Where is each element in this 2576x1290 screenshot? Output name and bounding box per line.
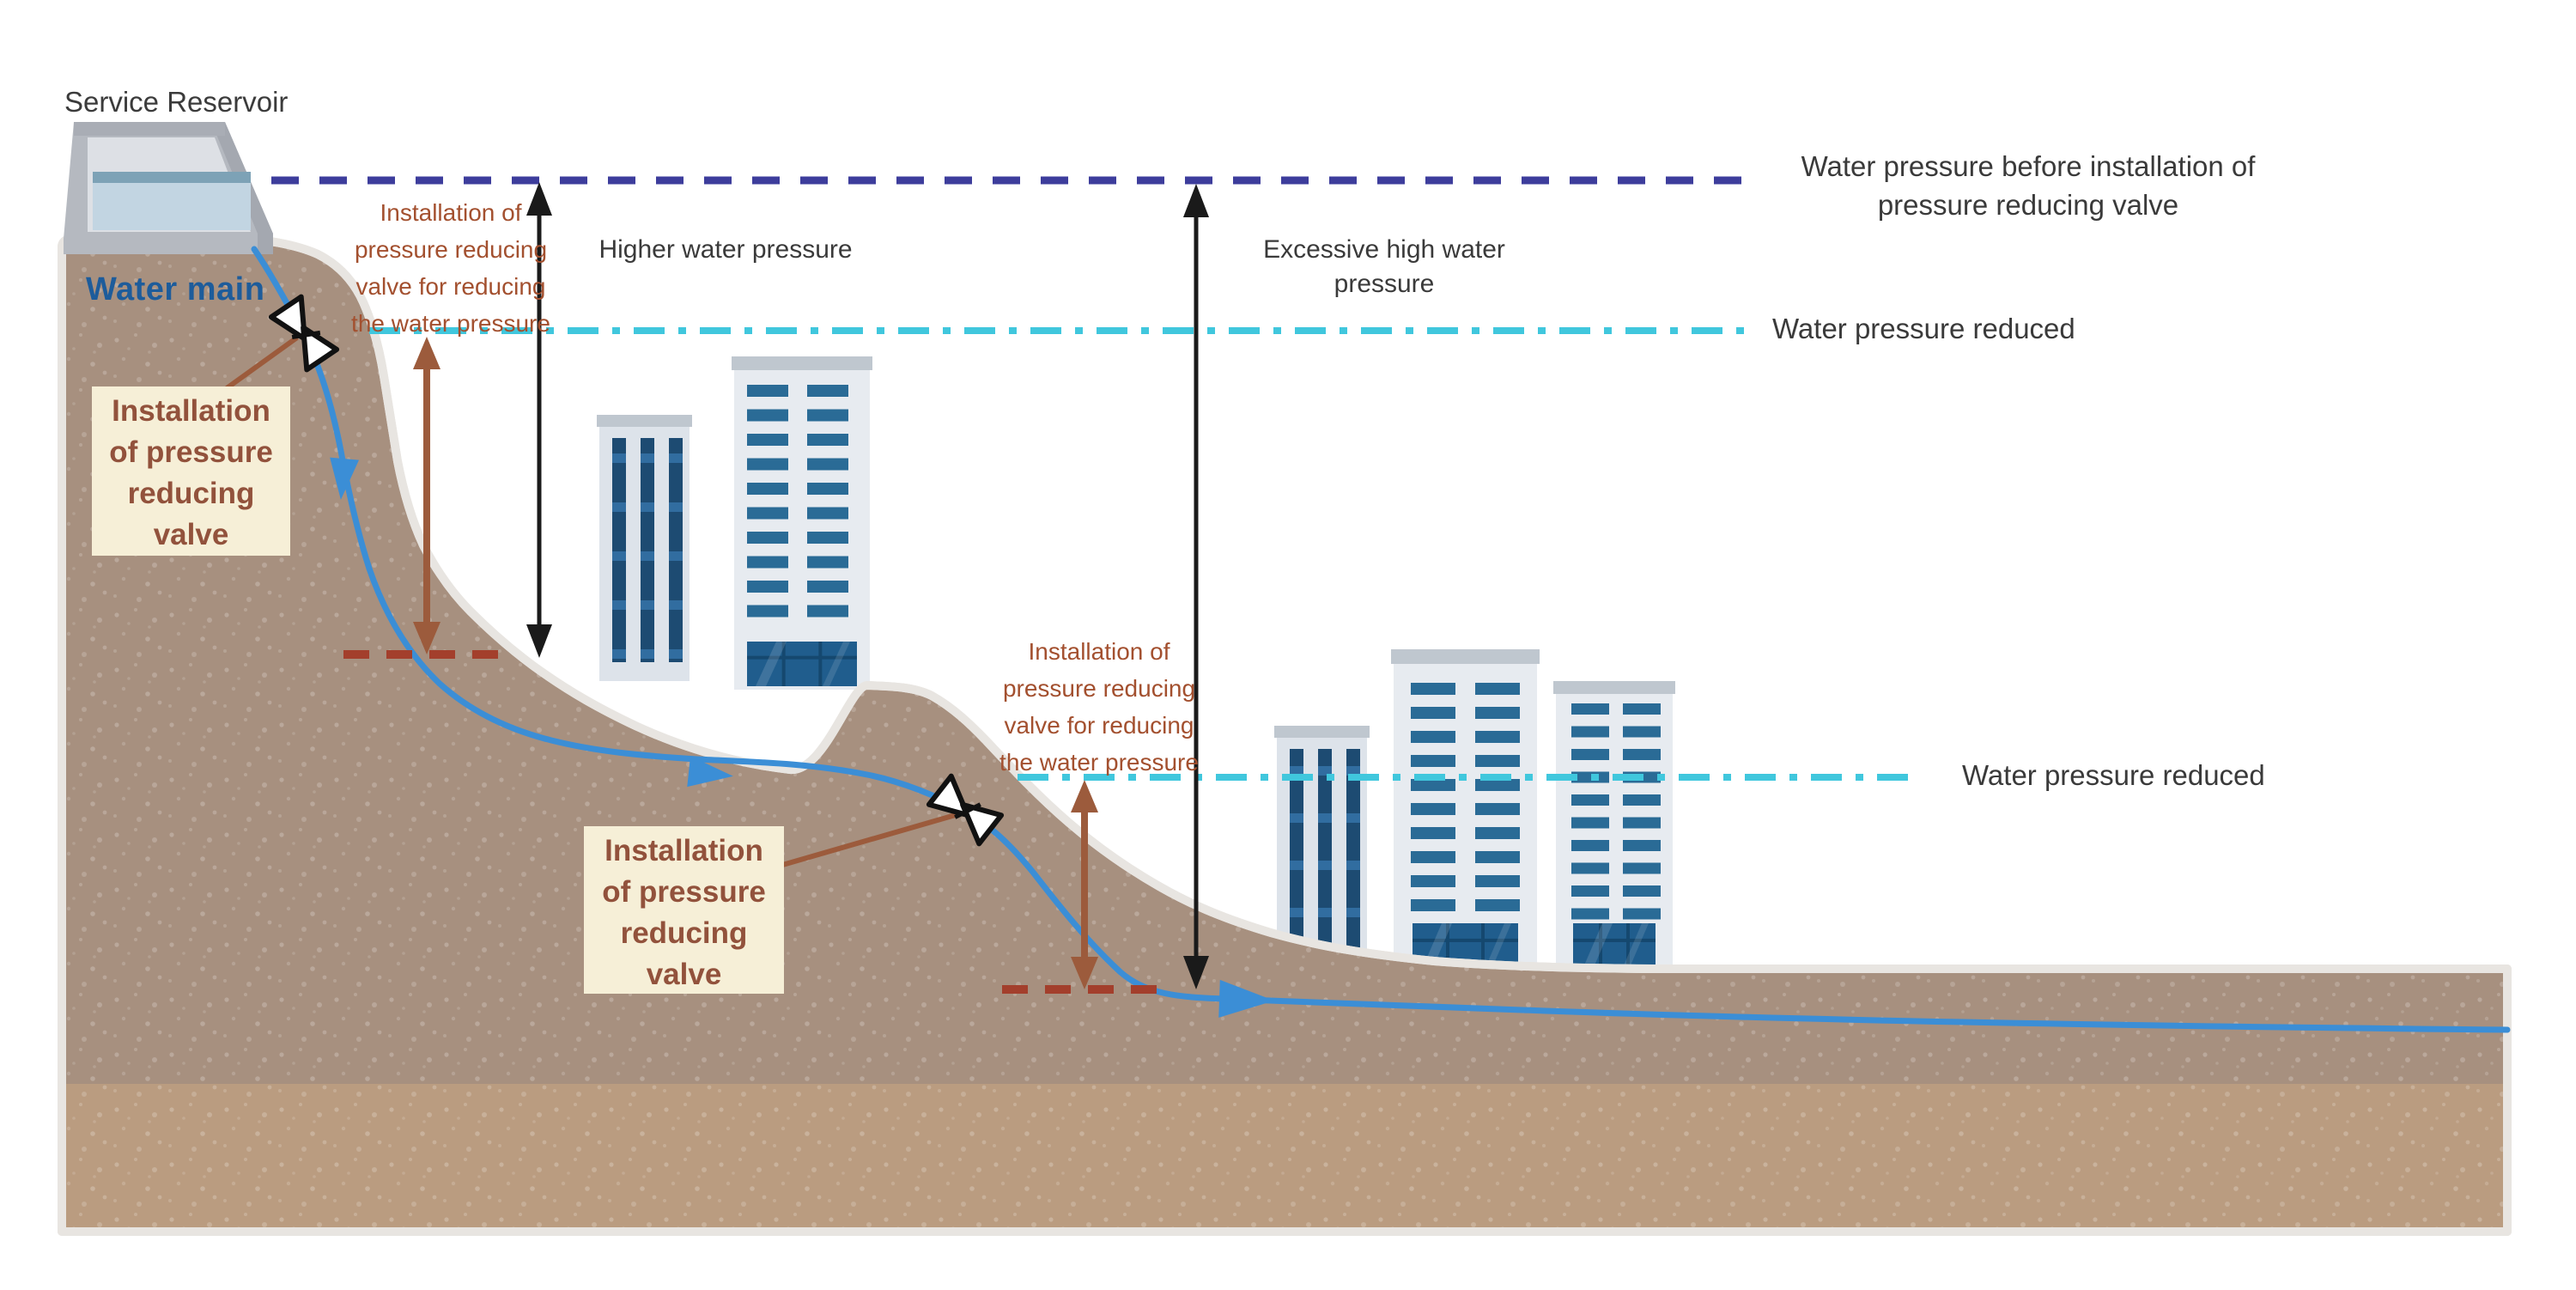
service-reservoir-label: Service Reservoir bbox=[64, 86, 289, 118]
pressure-reducing-valve-icon-1 bbox=[268, 294, 340, 373]
reservoir-rim bbox=[74, 122, 225, 136]
building-strip-2 bbox=[1274, 726, 1370, 971]
building-tower-3 bbox=[1553, 681, 1675, 976]
reservoir-water-surface bbox=[93, 172, 251, 183]
water-main-label: Water main bbox=[86, 271, 265, 307]
prv-label-box-1: Installation of pressure reducing valve bbox=[92, 386, 290, 556]
prv-note-lower: Installation of pressure reducing valve … bbox=[999, 638, 1199, 776]
prv-label-box-2: Installation of pressure reducing valve bbox=[584, 826, 784, 994]
pressure-reducing-valve-icon-2 bbox=[926, 773, 1005, 847]
building-tower-1 bbox=[732, 356, 872, 690]
reduced-pressure-arrow-1 bbox=[413, 337, 440, 654]
service-reservoir bbox=[64, 122, 273, 254]
excessive-pressure-arrow bbox=[1183, 184, 1209, 989]
flow-arrow-3 bbox=[1218, 979, 1274, 1018]
building-tower-2 bbox=[1391, 649, 1540, 976]
flow-arrow-1 bbox=[330, 457, 360, 500]
higher-pressure-arrow bbox=[526, 182, 552, 658]
water-main-pipe bbox=[251, 246, 2511, 1033]
valve-leader-line-2 bbox=[779, 812, 959, 868]
excessive-pressure-label: Excessive high water pressure bbox=[1263, 235, 1505, 298]
prv-note-upper: Installation of pressure reducing valve … bbox=[351, 199, 550, 337]
building-strip-1 bbox=[597, 415, 692, 681]
pressure-reduced-label-1: Water pressure reduced bbox=[1772, 313, 2075, 344]
reduced-pressure-arrow-2 bbox=[1071, 780, 1098, 989]
flow-arrow-2 bbox=[687, 756, 733, 788]
higher-pressure-label: Higher water pressure bbox=[598, 235, 853, 264]
pressure-before-label: Water pressure before installation of pr… bbox=[1801, 150, 2256, 221]
buildings-layer bbox=[597, 356, 1675, 976]
valve-leader-line-1 bbox=[225, 335, 299, 391]
pressure-reduced-label-2: Water pressure reduced bbox=[1962, 759, 2265, 791]
water-main-line bbox=[251, 246, 2511, 1033]
